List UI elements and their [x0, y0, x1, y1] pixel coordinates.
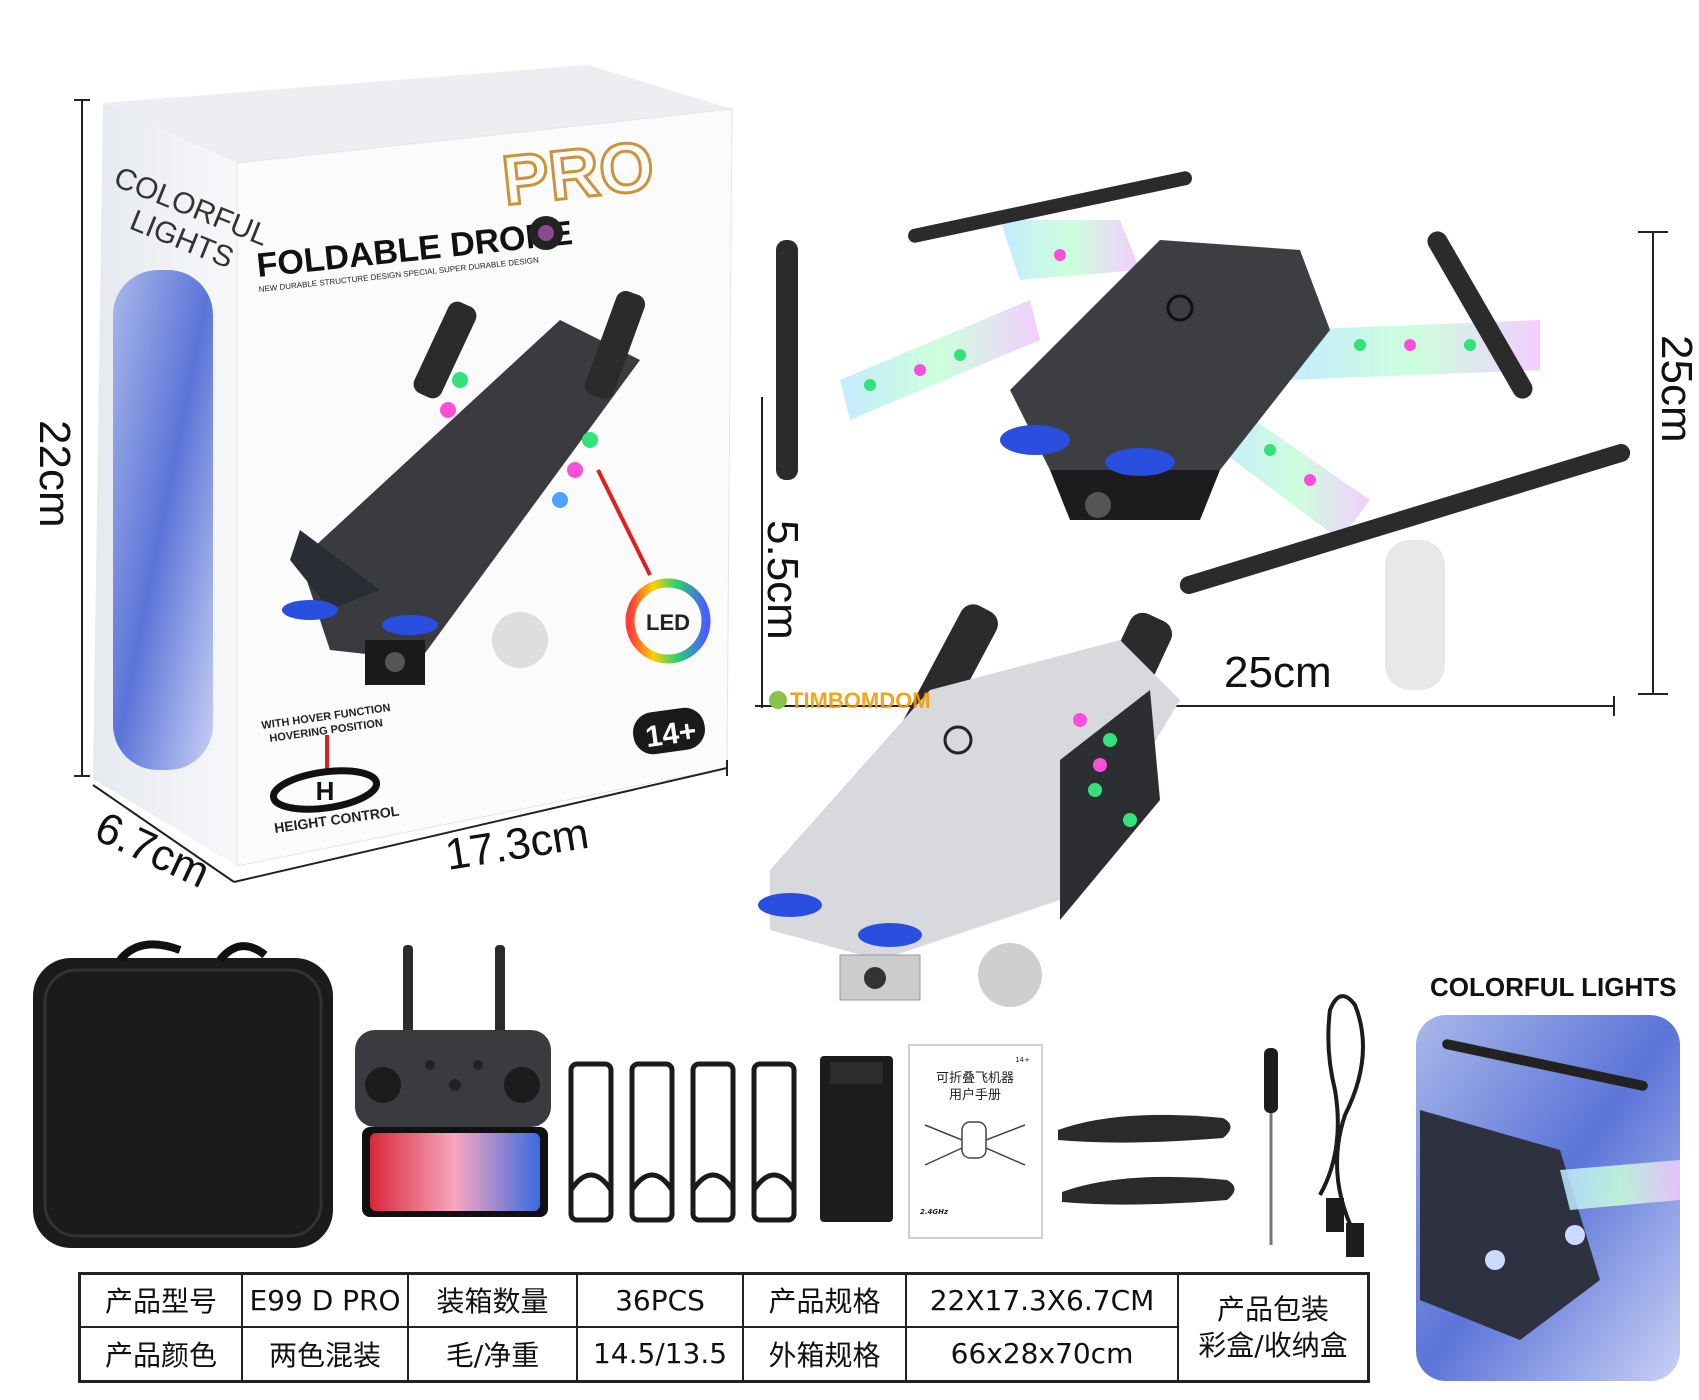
spec-value-model: E99 D PRO: [243, 1275, 409, 1328]
spec-label-product-size: 产品规格: [744, 1275, 907, 1328]
svg-text:TIMBOMDOM: TIMBOMDOM: [790, 688, 931, 713]
package-box: COLORFUL LIGHTS PRO FOLDABLE DRONE NEW D…: [93, 65, 733, 867]
spec-value-product-size: 22X17.3X6.7CM: [907, 1275, 1179, 1328]
remote-controller: [355, 945, 551, 1217]
drone-white-folded: [758, 604, 1180, 1007]
svg-text:14+: 14+: [643, 714, 698, 754]
height-control-icon: H: [269, 735, 381, 813]
svg-text:可折叠飞机器: 可折叠飞机器: [936, 1071, 1014, 1086]
spec-packaging-cell: 产品包装 彩盒/收纳盒: [1179, 1275, 1367, 1380]
box-drone-image: [282, 291, 652, 685]
screwdriver: [1264, 1048, 1278, 1245]
spare-propellers: [1058, 1114, 1235, 1205]
spec-label-packaging: 产品包装: [1216, 1292, 1329, 1326]
drone-dark-unfolded: [776, 171, 1631, 690]
battery: [820, 1056, 893, 1222]
spec-table: 产品型号 E99 D PRO 装箱数量 36PCS 产品规格 22X17.3X6…: [78, 1272, 1370, 1383]
propeller-guards: [568, 1061, 797, 1223]
carrying-case: [33, 940, 333, 1248]
led-badge: LED: [625, 578, 711, 664]
drone-length-label: 25cm: [1652, 335, 1699, 443]
svg-text:14+: 14+: [1015, 1056, 1030, 1064]
spec-value-packaging: 彩盒/收纳盒: [1198, 1328, 1348, 1362]
watermark: TIMBOMDOM: [769, 688, 931, 713]
box-pro-badge: PRO: [498, 126, 657, 219]
drone-dimensions: 25cm 25cm 5.5cm: [755, 231, 1699, 716]
svg-text:2.4GHz: 2.4GHz: [920, 1208, 949, 1216]
age-badge: 14+: [633, 707, 705, 755]
drone-width-label: 25cm: [1224, 648, 1332, 697]
svg-text:用户手册: 用户手册: [949, 1087, 1001, 1103]
spec-label-carton-size: 外箱规格: [744, 1327, 907, 1380]
spec-value-weight: 14.5/13.5: [578, 1327, 744, 1380]
box-side-image: [113, 270, 213, 770]
drone-height-label: 5.5cm: [758, 520, 807, 640]
box-height-label: 22cm: [30, 420, 79, 528]
spec-value-carton-qty: 36PCS: [578, 1275, 744, 1328]
usb-cable: [1318, 994, 1365, 1257]
spec-label-model: 产品型号: [81, 1275, 243, 1328]
spec-value-color: 两色混装: [243, 1327, 409, 1380]
svg-text:LED: LED: [646, 610, 690, 635]
colorful-lights-photo: [1416, 1015, 1680, 1381]
colorful-lights-title: COLORFUL LIGHTS: [1430, 972, 1677, 1002]
spec-label-carton-qty: 装箱数量: [409, 1275, 578, 1328]
user-manual: 14+ 可折叠飞机器 用户手册 2.4GHz: [908, 1044, 1043, 1239]
spec-label-weight: 毛/净重: [409, 1327, 578, 1380]
svg-text:H: H: [316, 776, 335, 806]
spec-label-color: 产品颜色: [81, 1327, 243, 1380]
spec-value-carton-size: 66x28x70cm: [907, 1327, 1179, 1380]
